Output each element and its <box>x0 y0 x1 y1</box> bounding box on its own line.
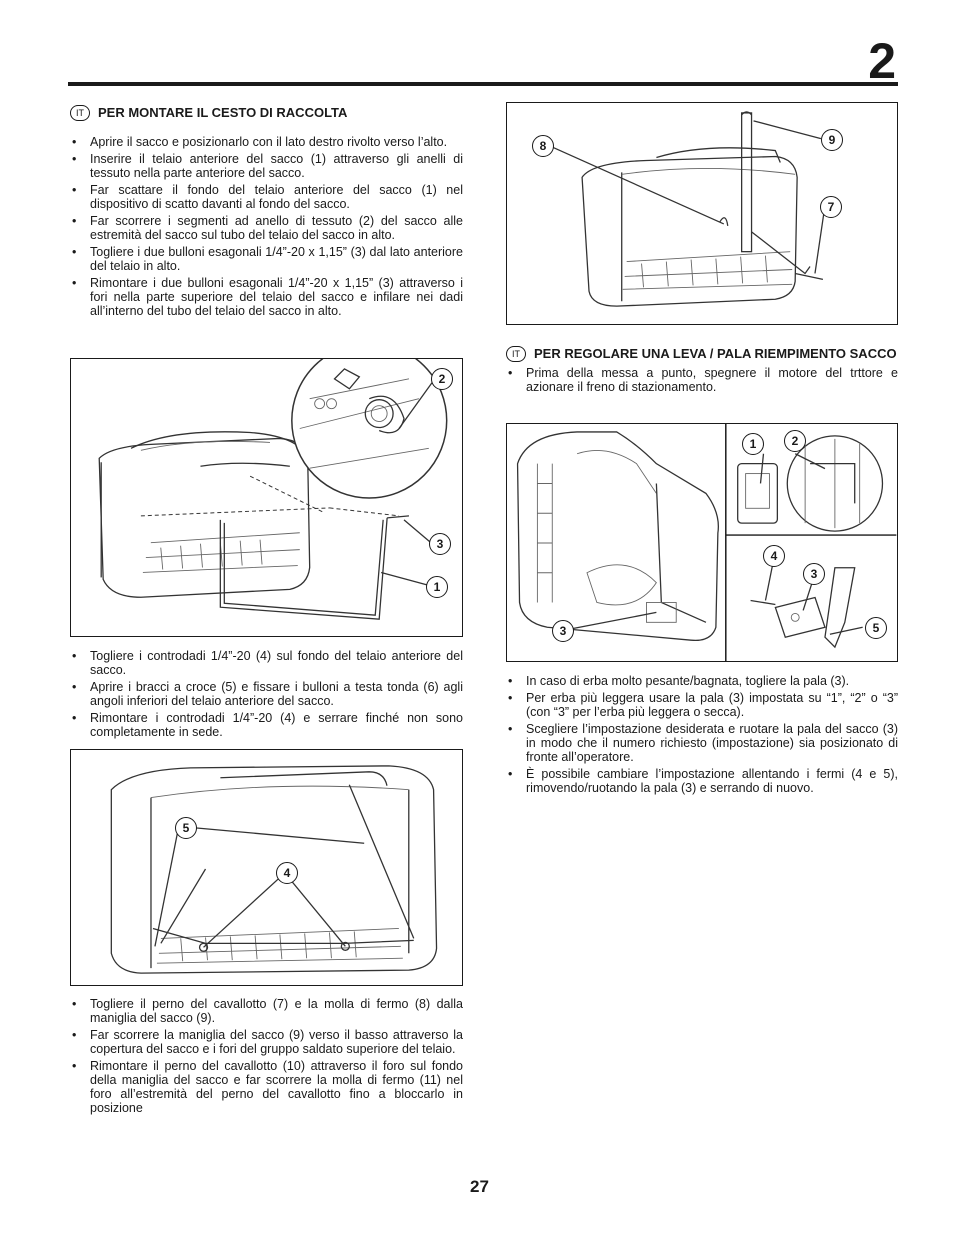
callout-3: 3 <box>803 563 825 585</box>
language-badge: IT <box>70 105 90 121</box>
list-item: Togliere i due bulloni esagonali 1/4”-20… <box>70 245 463 273</box>
list-item: È possibile cambiare l’impostazione alle… <box>506 767 898 795</box>
list-item: Per erba più leggera usare la pala (3) i… <box>506 691 898 719</box>
list-item: Far scorrere i segmenti ad anello di tes… <box>70 214 463 242</box>
list-item: Inserire il telaio anteriore del sacco (… <box>70 152 463 180</box>
list-item: Togliere i controdadi 1/4”-20 (4) sul fo… <box>70 649 463 677</box>
figure-fill-paddle: 1 2 4 3 5 3 <box>506 423 898 662</box>
callout-5: 5 <box>865 617 887 639</box>
callout-4: 4 <box>763 545 785 567</box>
callout-8: 8 <box>532 135 554 157</box>
list-item: Scegliere l’impostazione desiderata e ru… <box>506 722 898 764</box>
list-item: Far scattare il fondo del telaio anterio… <box>70 183 463 211</box>
callout-4: 4 <box>276 862 298 884</box>
instruction-list-4: Prima della messa a punto, spegnere il m… <box>506 366 898 394</box>
fill-paddle-illustration <box>516 424 897 661</box>
callout-3-main: 3 <box>552 620 574 642</box>
list-item: Far scorrere la maniglia del sacco (9) v… <box>70 1028 463 1056</box>
list-item: Rimontare i controdadi 1/4”-20 (4) e ser… <box>70 711 463 739</box>
callout-2: 2 <box>431 368 453 390</box>
callout-7: 7 <box>820 196 842 218</box>
chapter-number: 2 <box>868 33 896 89</box>
instruction-list-2: Togliere i controdadi 1/4”-20 (4) sul fo… <box>70 649 463 739</box>
figure-bag-handle: 8 9 7 <box>506 102 898 325</box>
list-item: Togliere il perno del cavallotto (7) e l… <box>70 997 463 1025</box>
callout-2: 2 <box>784 430 806 452</box>
heading-text: PER REGOLARE UNA LEVA / PALA RIEMPIMENTO… <box>534 346 897 361</box>
list-item: Rimontare i due bulloni esagonali 1/4”-2… <box>70 276 463 318</box>
instruction-list-3: Togliere il perno del cavallotto (7) e l… <box>70 997 463 1115</box>
callout-5: 5 <box>175 817 197 839</box>
callout-1: 1 <box>742 433 764 455</box>
bag-handle-illustration <box>553 111 826 307</box>
callout-9: 9 <box>821 129 843 151</box>
left-instructions-3: Togliere il perno del cavallotto (7) e l… <box>70 997 463 1118</box>
left-instructions-2: Togliere i controdadi 1/4”-20 (4) sul fo… <box>70 649 463 742</box>
instruction-list-1: Aprire il sacco e posizionarlo con il la… <box>70 135 463 318</box>
callout-1: 1 <box>426 576 448 598</box>
list-item: Prima della messa a punto, spegnere il m… <box>506 366 898 394</box>
list-item: Aprire il sacco e posizionarlo con il la… <box>70 135 463 149</box>
right-section-adjust: IT PER REGOLARE UNA LEVA / PALA RIEMPIME… <box>506 346 898 397</box>
right-instructions-2: In caso di erba molto pesante/bagnata, t… <box>506 674 898 798</box>
instruction-list-5: In caso di erba molto pesante/bagnata, t… <box>506 674 898 795</box>
heading-text: PER MONTARE IL CESTO DI RACCOLTA <box>98 105 348 120</box>
list-item: Aprire i bracci a croce (5) e fissare i … <box>70 680 463 708</box>
figure-front-frame: 2 3 1 <box>70 358 463 637</box>
header-rule <box>68 82 898 86</box>
language-badge: IT <box>506 346 526 362</box>
bag-frame-illustration <box>98 359 448 620</box>
left-section-assembly: IT PER MONTARE IL CESTO DI RACCOLTA Apri… <box>70 105 463 321</box>
section-heading-adjust: IT PER REGOLARE UNA LEVA / PALA RIEMPIME… <box>506 346 898 362</box>
list-item: In caso di erba molto pesante/bagnata, t… <box>506 674 898 688</box>
bag-cross-arms-illustration <box>110 765 438 974</box>
page-number: 27 <box>470 1177 489 1196</box>
callout-3: 3 <box>429 533 451 555</box>
section-heading-assembly: IT PER MONTARE IL CESTO DI RACCOLTA <box>70 105 463 121</box>
figure-cross-arms: 5 4 <box>70 749 463 986</box>
list-item: Rimontare il perno del cavallotto (10) a… <box>70 1059 463 1115</box>
